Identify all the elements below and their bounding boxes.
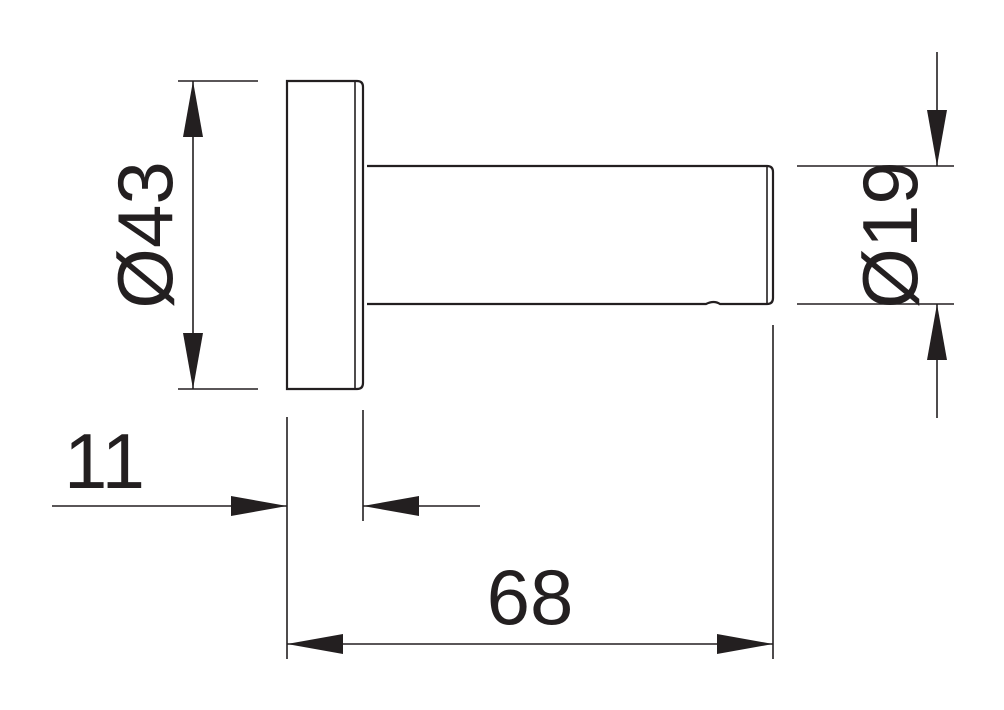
hook-part: [285, 79, 775, 391]
flange-thickness-label: 11: [64, 417, 145, 505]
arrowhead-down: [927, 110, 947, 166]
arrowhead-left: [287, 634, 343, 654]
arrowhead-right: [231, 496, 287, 516]
overall-length-label: 68: [487, 553, 574, 641]
pin-diameter-label: Ø19: [846, 161, 934, 308]
dimension-pin-diameter: Ø19: [797, 52, 954, 418]
arrowhead-right: [717, 634, 773, 654]
arrowhead-up: [183, 81, 203, 137]
arrowhead-left: [363, 496, 419, 516]
flange-diameter-label: Ø43: [101, 161, 189, 308]
dimension-flange-thickness: 11: [52, 410, 480, 521]
dimension-flange-diameter: Ø43: [101, 80, 258, 390]
arrowhead-up: [927, 304, 947, 360]
flange-outline: [285, 79, 365, 391]
dimension-overall-length: 68: [286, 325, 774, 659]
arrowhead-down: [183, 333, 203, 389]
pin-outline: [367, 164, 775, 306]
